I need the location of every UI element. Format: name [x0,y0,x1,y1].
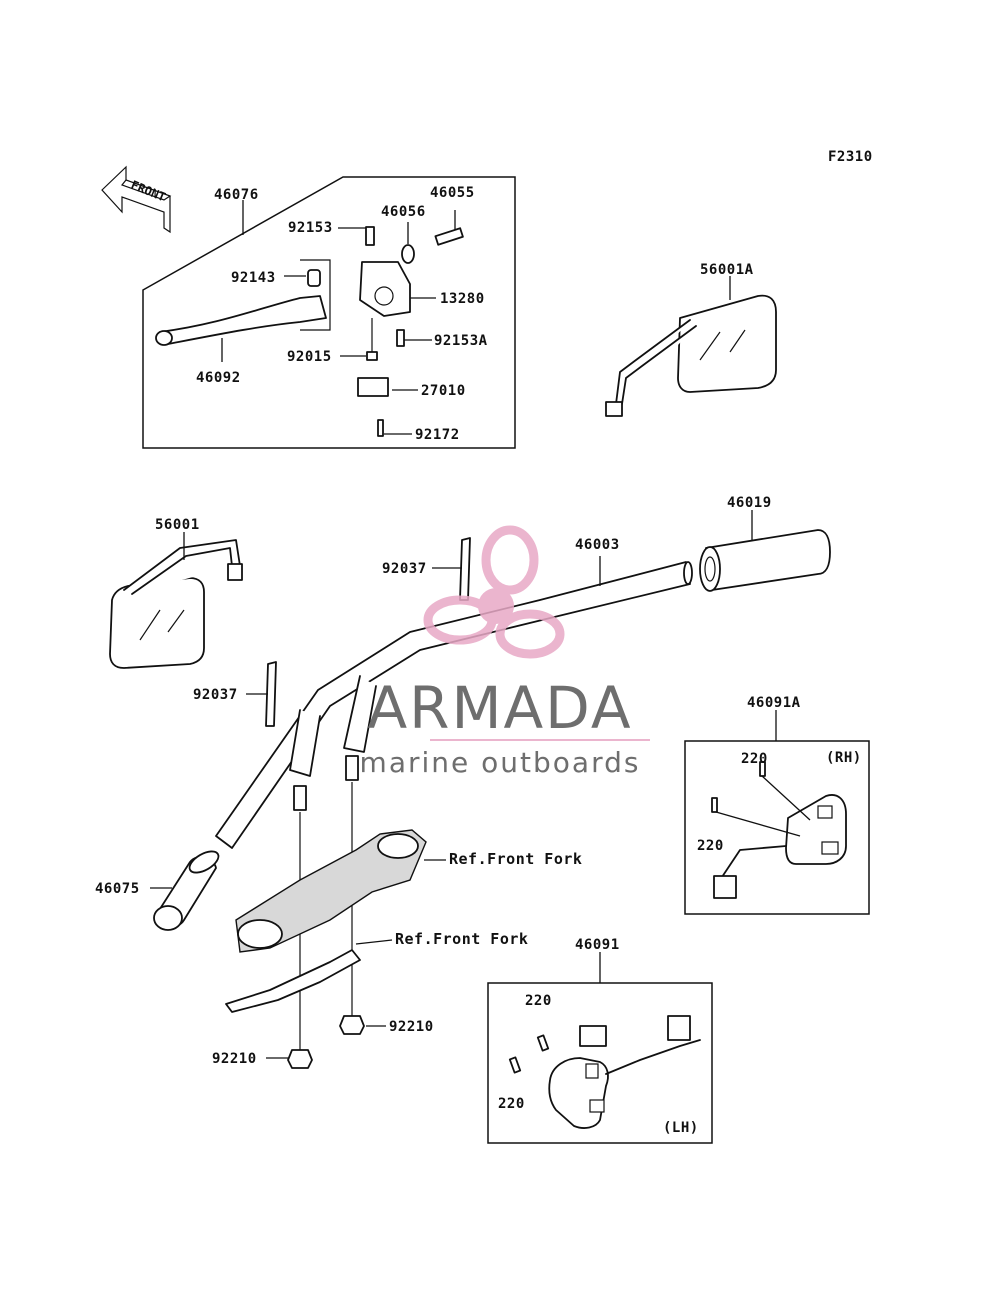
front-arrow-icon: FRONT [101,165,172,234]
fork-bracket-upper [235,829,446,953]
nut-92015 [340,351,378,361]
bolt-92153A [396,329,432,347]
switch-box-rh-side: (RH) [826,750,862,766]
label-56001: 56001 [155,517,200,533]
mirror-56001 [109,532,243,669]
label-92015: 92015 [287,349,332,365]
ref-front-fork-lower: Ref.Front Fork [395,930,528,948]
label-46092: 46092 [196,370,241,386]
label-220-rh-left: 220 [697,838,724,854]
switch-27010 [357,377,418,397]
figure-code: F2310 [828,149,873,165]
handlebar-46003 [215,556,693,849]
fork-plate-lower [225,939,393,1013]
switch-box-lh-side: (LH) [663,1120,699,1136]
nut-92210-left [266,1049,313,1069]
label-220-rh-top: 220 [741,751,768,767]
label-46091: 46091 [575,937,620,953]
label-46003: 46003 [575,537,620,553]
label-92037-lower: 92037 [193,687,238,703]
bolt-46055 [434,210,464,246]
switch-box-rh [684,740,870,915]
label-27010: 27010 [421,383,466,399]
screw-92172 [377,419,412,437]
label-92143: 92143 [231,270,276,286]
holder-13280 [359,261,436,317]
grip-46075 [150,850,220,931]
label-46091A: 46091A [747,695,801,711]
pin-92153 [338,226,375,246]
label-56001A: 56001A [700,262,754,278]
guide-dashed-92143 [300,259,331,331]
handlebar-switch-rh [711,761,847,899]
label-220-lh-bottom: 220 [498,1096,525,1112]
nut-92210-right [339,1015,386,1035]
watermark-tagline: marine outboards [360,746,641,779]
clamp-92037-lower [246,661,277,727]
label-92210-left: 92210 [212,1051,257,1067]
label-46019: 46019 [727,495,772,511]
armada-logo-icon [423,525,650,741]
ref-front-fork-upper: Ref.Front Fork [449,850,582,868]
label-46076: 46076 [214,187,259,203]
clamp-92037-upper [432,537,471,601]
label-220-lh-top: 220 [525,993,552,1009]
clutch-assembly-box [142,176,516,449]
grip-46019 [699,510,831,592]
label-46075: 46075 [95,881,140,897]
label-92037-upper: 92037 [382,561,427,577]
label-13280: 13280 [440,291,485,307]
lever-46092 [155,295,327,362]
watermark-brand: ARMADA [367,674,632,742]
washer-46056 [401,222,415,264]
collar-92143 [284,269,321,287]
label-92210-right: 92210 [389,1019,434,1035]
handlebar-switch-lh [508,1015,701,1129]
label-46056: 46056 [381,204,426,220]
mirror-56001A [605,276,777,417]
label-92153: 92153 [288,220,333,236]
label-92153A: 92153A [434,333,488,349]
label-46055: 46055 [430,185,475,201]
label-92172: 92172 [415,427,460,443]
